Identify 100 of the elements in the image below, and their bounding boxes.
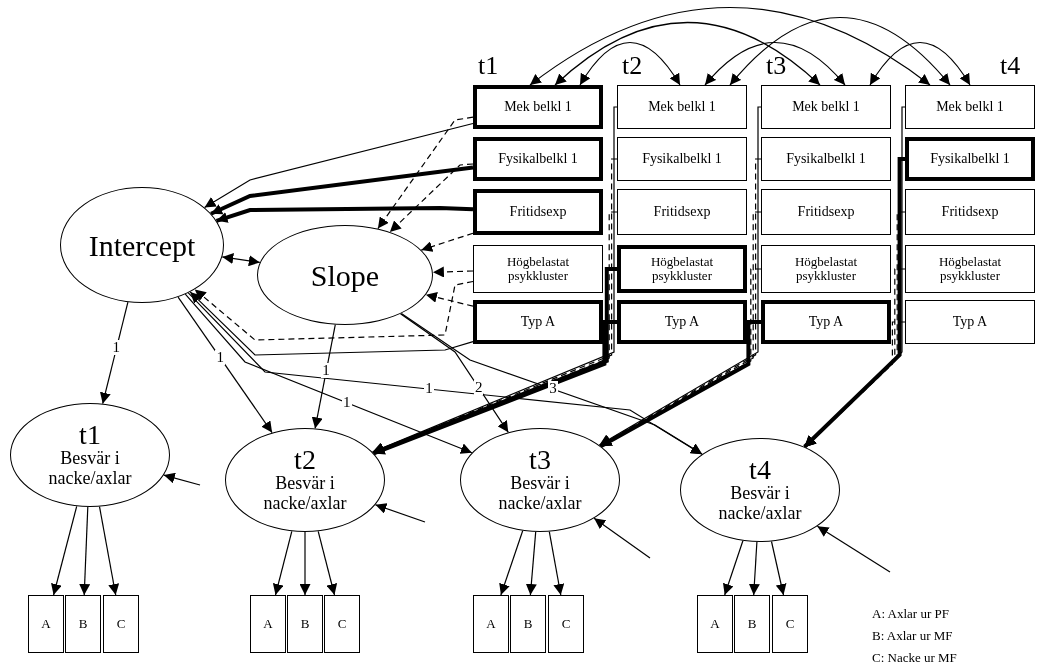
arrow xyxy=(163,472,201,486)
arrow xyxy=(317,530,338,596)
node-label: Intercept xyxy=(88,228,196,262)
indicator-box xyxy=(287,595,323,653)
node-label: A xyxy=(41,616,51,632)
covariate-box xyxy=(761,189,891,235)
arrow xyxy=(215,206,474,223)
indicator-box xyxy=(548,595,584,653)
arrow xyxy=(389,163,474,233)
covariate-box xyxy=(905,189,1035,235)
arrow xyxy=(525,531,537,596)
covariate-box xyxy=(473,85,603,129)
node-label: Högbelastat psykkluster xyxy=(937,254,1003,284)
node-label: Besvär i nacke/axlar xyxy=(47,449,133,489)
arrow xyxy=(374,503,426,523)
node-label: Typ A xyxy=(808,314,844,330)
arrow xyxy=(194,280,474,341)
legend-note: C: Nacke ur MF xyxy=(872,650,957,666)
covariate-box xyxy=(761,245,891,293)
node-label: Mek belkl 1 xyxy=(792,99,860,115)
edge-label: 1 xyxy=(342,394,352,410)
node-label: Besvär i nacke/axlar xyxy=(717,484,803,524)
arrow xyxy=(425,291,474,307)
arrow xyxy=(804,268,906,448)
arrow xyxy=(499,530,524,596)
time-heading: t1 xyxy=(478,52,499,80)
covariate-box xyxy=(617,245,747,293)
edge-label: 1 xyxy=(321,363,331,379)
arrow xyxy=(400,312,703,455)
indicator-box xyxy=(65,595,101,653)
node-label: Fysikalbelkl 1 xyxy=(786,151,866,167)
time-label: t1 xyxy=(79,421,101,450)
node-label: Typ A xyxy=(520,314,556,330)
covariate-box xyxy=(473,137,603,181)
time-heading: t4 xyxy=(1000,52,1021,80)
arrow xyxy=(311,324,336,429)
covariate-box xyxy=(905,85,1035,129)
arrow xyxy=(210,165,474,216)
time-label: t4 xyxy=(749,456,771,485)
node-label: A xyxy=(263,616,273,632)
time-heading: t3 xyxy=(766,52,787,80)
node-label: A xyxy=(710,616,720,632)
covariate-box xyxy=(905,245,1035,293)
edge-label: 2 xyxy=(473,380,484,396)
arrow xyxy=(203,122,474,208)
arrow xyxy=(816,525,891,573)
arrow xyxy=(548,531,565,596)
node-label: Fritidsexp xyxy=(653,204,711,220)
covariate-box xyxy=(617,189,747,235)
node-label: A xyxy=(486,616,496,632)
node-label: Typ A xyxy=(664,314,700,330)
node-label: Besvär i nacke/axlar xyxy=(262,474,348,514)
node-label: Typ A xyxy=(952,314,988,330)
arrow xyxy=(770,540,787,596)
covariate-box xyxy=(905,300,1035,344)
arrow xyxy=(598,106,762,446)
indicator-box xyxy=(697,595,733,653)
covariate-box xyxy=(617,85,747,129)
node-label: B xyxy=(300,616,310,632)
covariance-arrow xyxy=(729,16,951,86)
node-label: Besvär i nacke/axlar xyxy=(497,474,583,514)
arrow xyxy=(599,320,761,448)
covariance-arrow xyxy=(869,41,971,86)
indicator-box xyxy=(103,595,139,653)
legend-note: B: Axlar ur MF xyxy=(872,628,953,644)
arrow xyxy=(177,296,273,434)
node-label: Högbelastat psykkluster xyxy=(649,254,715,284)
indicator-box xyxy=(28,595,64,653)
arrow xyxy=(723,540,744,596)
arrow xyxy=(272,530,293,596)
arrow xyxy=(399,313,509,433)
indicator-box xyxy=(734,595,770,653)
arrow xyxy=(804,321,906,448)
covariance-arrow xyxy=(221,253,261,267)
time-heading: t2 xyxy=(622,52,643,80)
node-label: Mek belkl 1 xyxy=(936,99,1004,115)
arrow xyxy=(803,157,905,449)
indicator-box xyxy=(250,595,286,653)
arrow xyxy=(432,266,474,278)
arrow xyxy=(377,116,474,230)
node-label: Mek belkl 1 xyxy=(648,99,716,115)
arrow xyxy=(51,505,78,596)
time-label: t2 xyxy=(294,446,316,475)
node-label: Fritidsexp xyxy=(509,204,567,220)
covariate-box xyxy=(473,189,603,235)
arrow xyxy=(593,517,651,559)
arrow xyxy=(98,506,120,596)
node-label: C xyxy=(561,616,571,632)
node-label: B xyxy=(523,616,533,632)
node-label: C xyxy=(337,616,347,632)
node-label: B xyxy=(78,616,88,632)
arrow xyxy=(372,320,617,456)
covariance-arrow xyxy=(579,41,681,86)
arrow xyxy=(420,232,474,252)
covariance-arrow xyxy=(554,21,821,86)
edge-label: 1 xyxy=(111,339,122,355)
covariate-box xyxy=(617,300,747,344)
node-label: Slope xyxy=(310,258,380,292)
arrow xyxy=(299,531,311,596)
node-label: Högbelastat psykkluster xyxy=(793,254,859,284)
